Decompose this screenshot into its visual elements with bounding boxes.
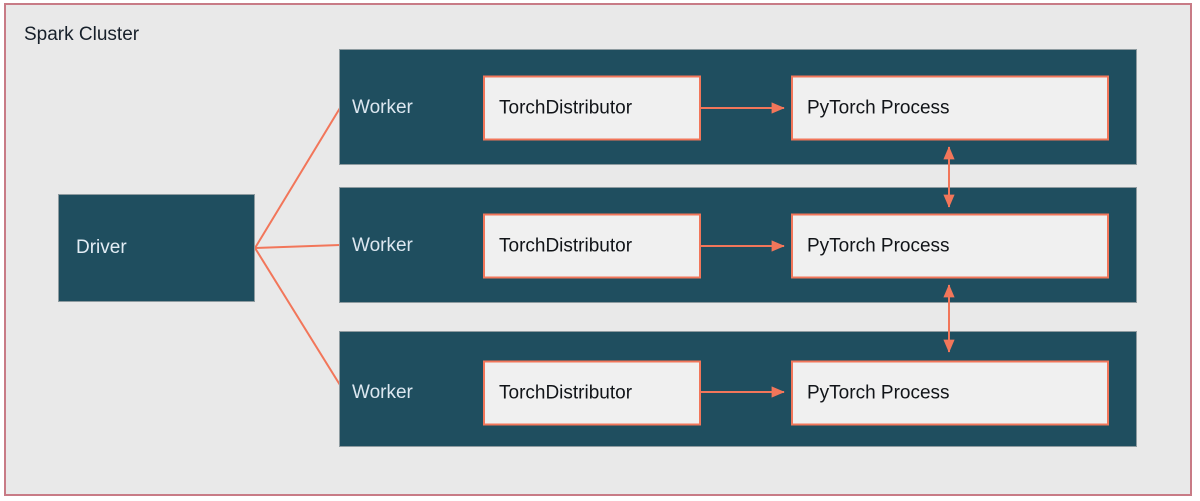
pytorch-process-box-3[interactable]: PyTorch Process xyxy=(791,360,1109,426)
torch-distributor-box-3[interactable]: TorchDistributor xyxy=(483,360,701,426)
torch-distributor-box-1[interactable]: TorchDistributor xyxy=(483,75,701,141)
pytorch-process-label-3: PyTorch Process xyxy=(807,382,950,403)
worker-band-3[interactable]: Worker TorchDistributor PyTorch Process xyxy=(339,331,1137,447)
driver-node[interactable]: Driver xyxy=(58,194,255,302)
worker-label-1: Worker xyxy=(352,97,413,118)
page-title: Spark Cluster xyxy=(24,24,140,45)
torch-distributor-label-3: TorchDistributor xyxy=(499,382,633,403)
pytorch-process-box-1[interactable]: PyTorch Process xyxy=(791,75,1109,141)
worker-band-2[interactable]: Worker TorchDistributor PyTorch Process xyxy=(339,187,1137,303)
worker-band-1[interactable]: Worker TorchDistributor PyTorch Process xyxy=(339,49,1137,165)
worker-label-2: Worker xyxy=(352,235,413,256)
pytorch-process-label-2: PyTorch Process xyxy=(807,235,950,256)
driver-label: Driver xyxy=(76,237,127,258)
torch-distributor-label-2: TorchDistributor xyxy=(499,235,633,256)
pytorch-process-label-1: PyTorch Process xyxy=(807,97,950,118)
worker-label-3: Worker xyxy=(352,382,413,403)
torch-distributor-label-1: TorchDistributor xyxy=(499,97,633,118)
pytorch-process-box-2[interactable]: PyTorch Process xyxy=(791,213,1109,279)
torch-distributor-box-2[interactable]: TorchDistributor xyxy=(483,213,701,279)
